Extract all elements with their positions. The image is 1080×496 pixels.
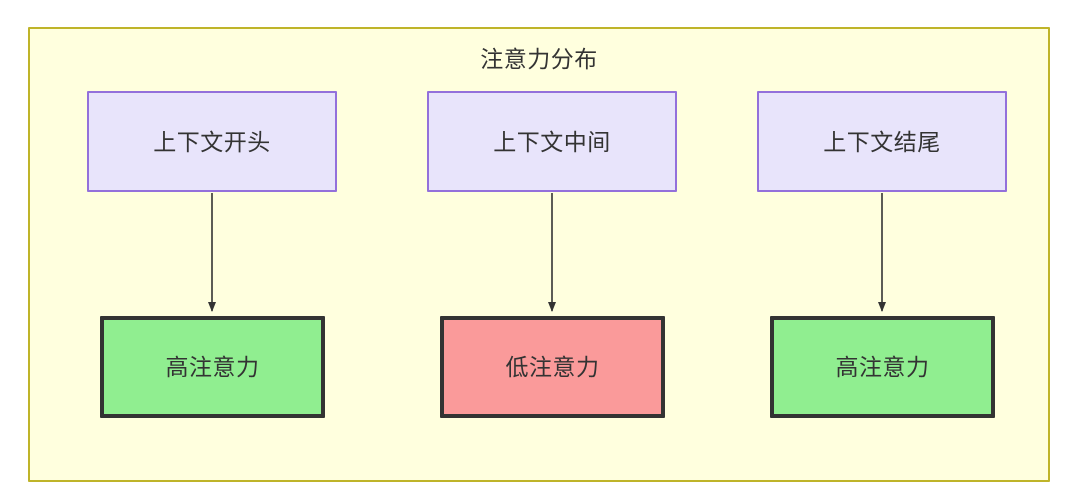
node-attention-start[interactable]: 高注意力 (100, 316, 325, 418)
node-label: 上下文中间 (493, 128, 611, 155)
node-attention-middle[interactable]: 低注意力 (440, 316, 665, 418)
node-label: 低注意力 (505, 354, 600, 380)
node-label: 高注意力 (835, 354, 930, 380)
node-context-end[interactable]: 上下文结尾 (757, 91, 1007, 192)
node-attention-end[interactable]: 高注意力 (770, 316, 995, 418)
node-label: 上下文结尾 (823, 128, 941, 155)
node-label: 上下文开头 (153, 128, 271, 155)
node-label: 高注意力 (165, 354, 260, 380)
node-context-middle[interactable]: 上下文中间 (427, 91, 677, 192)
node-context-start[interactable]: 上下文开头 (87, 91, 337, 192)
subgraph-title: 注意力分布 (480, 46, 598, 72)
